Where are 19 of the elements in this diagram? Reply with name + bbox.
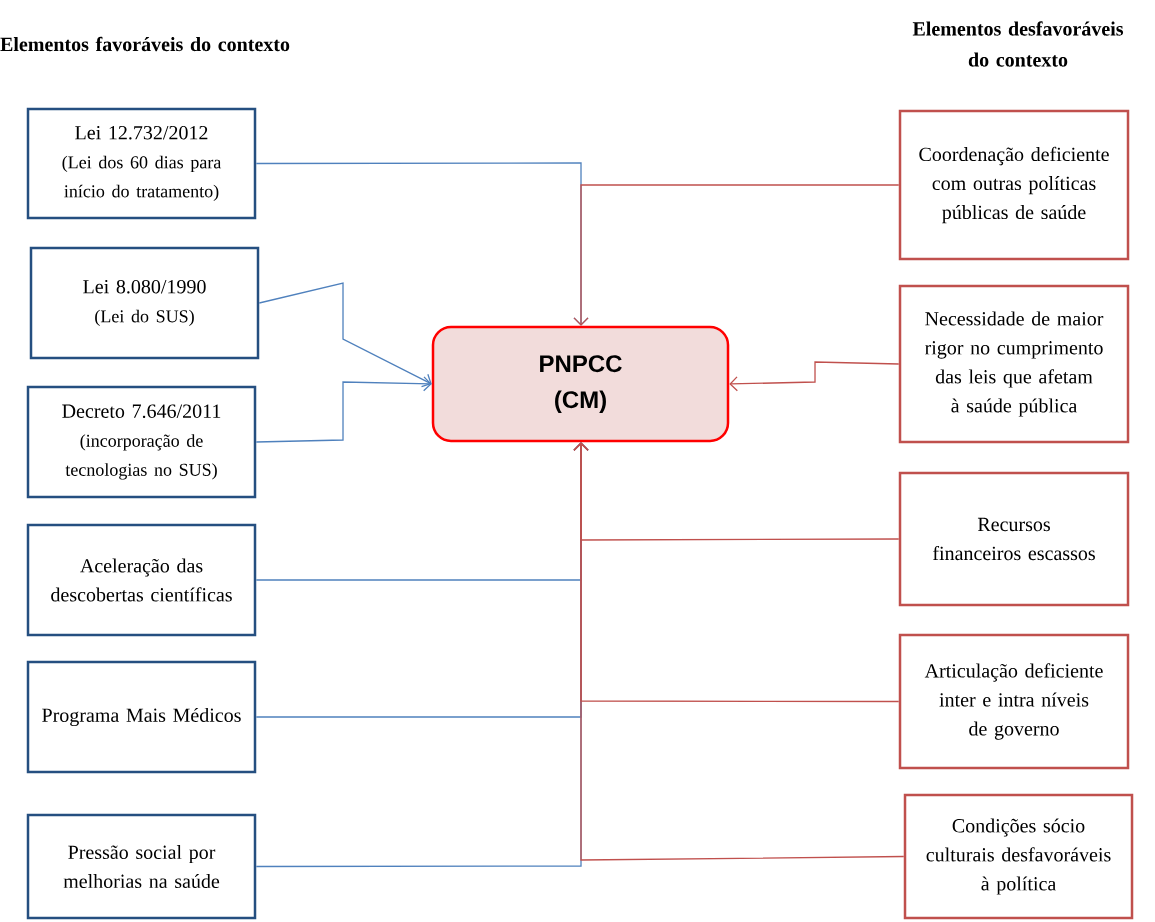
column-heading: Elementos desfavoráveis do contexto: [912, 21, 1124, 67]
unfavorable-box: Recursos financeiros escassos: [898, 471, 1130, 607]
favorable-box: Lei 12.732/2012 (Lei dos 60 dias para início do tratamento): [26, 107, 257, 220]
favorable-box: Pressão social por melhorias na saúde: [26, 813, 257, 920]
arrow: [729, 361, 900, 392]
unfavorable-box: Articulação deficiente inter e intra níveis de governo: [898, 633, 1130, 770]
favorable-box: Decreto 7.646/2011 (incorporação de tecnologias no SUS): [26, 385, 257, 499]
favorable-box: Programa Mais Médicos: [26, 660, 257, 774]
arrow: [573, 442, 905, 861]
column-heading: Elementos favoráveis do contexto: [0, 36, 290, 52]
unfavorable-box: Necessidade de maior rigor no cumprimento das leis que afetam à saúde pública: [898, 284, 1130, 444]
central-box: PNPCC (CM): [431, 325, 730, 443]
unfavorable-box: Coordenação deficiente com outras políticas públicas de saúde: [898, 109, 1130, 261]
unfavorable-box: Condições sócio culturais desfavoráveis à política: [903, 793, 1134, 920]
arrow: [255, 376, 432, 443]
favorable-box: Aceleração das descobertas científicas: [26, 523, 257, 637]
arrow: [258, 282, 432, 388]
favorable-box: Lei 8.080/1990 (Lei do SUS): [29, 246, 260, 360]
arrow: [573, 184, 900, 326]
